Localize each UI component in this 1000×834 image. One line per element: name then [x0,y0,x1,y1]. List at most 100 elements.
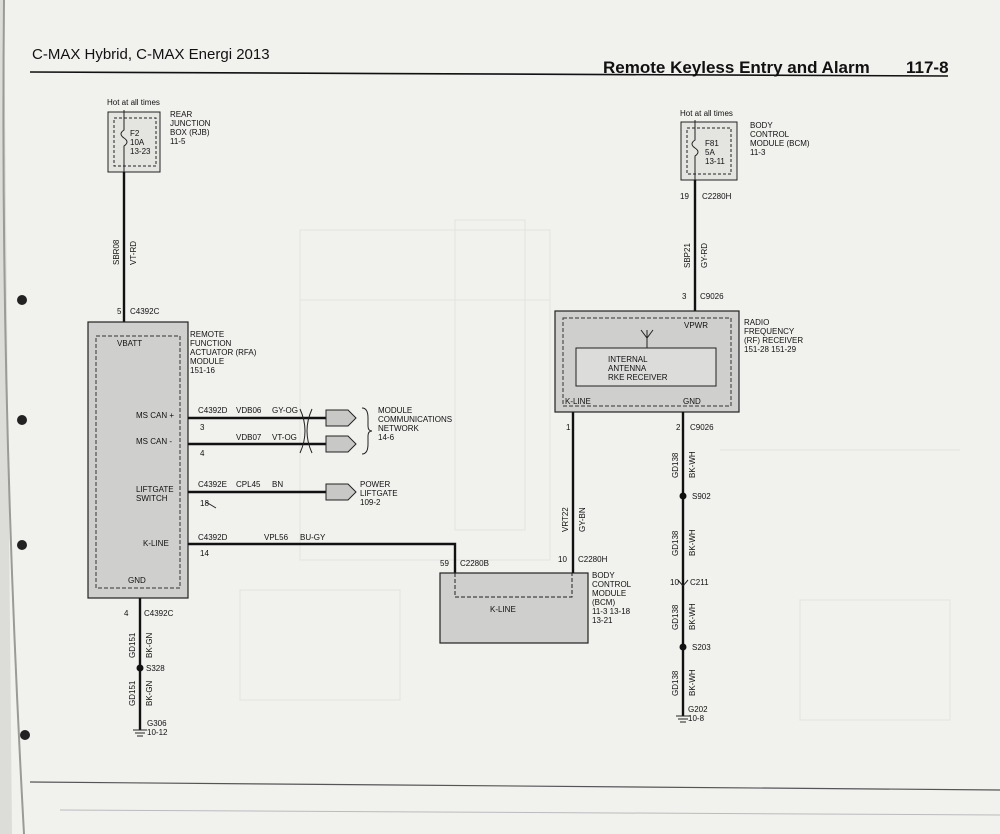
antenna-icon [640,329,654,348]
wire-circuit-label: VRT22 [561,507,570,532]
bcm-name-line: 11-3 [750,148,766,157]
wire-circuit-label: GD138 [671,530,680,556]
wire-circuit-label: CPL45 [236,480,261,489]
rfa-name-line: ACTUATOR (RFA) [190,348,257,357]
rfa-name-line: 151-16 [190,366,215,375]
rfa-name-line: MODULE [190,357,224,366]
wire-circuit-label: SBP21 [683,243,692,268]
network-name-line: NETWORK [378,424,420,433]
rjb-name-line: REAR [170,110,192,119]
pin-number: 4 [124,609,129,618]
wire-circuit-label: GD138 [671,670,680,696]
wire-color-label: GY-BN [578,507,587,532]
wire-circuit-label: VPL56 [264,533,289,542]
wire-circuit-label: GD151 [128,680,137,706]
network-name-line: 14-6 [378,433,395,442]
bcm-name-line: BODY [592,571,615,580]
wire-color-label: GY-RD [700,243,709,268]
antenna-label: RKE RECEIVER [608,373,668,382]
wire-color-label: BK-WH [688,669,697,696]
connector-id: C211 [690,578,709,587]
ground-ref: 10-8 [688,714,705,723]
wire-circuit-label: GD138 [671,452,680,478]
bcm-name-line: (BCM) [592,598,615,607]
page-number: 117-8 [906,58,949,77]
antenna-label: ANTENNA [608,364,647,373]
wire-color-label: BK-WH [688,529,697,556]
vbatt-pin-label: VBATT [117,339,142,348]
rf-receiver-name-line: (RF) RECEIVER [744,336,803,345]
kline-pin-label: K-LINE [143,539,169,548]
vpwr-pin-label: VPWR [684,321,708,330]
pin-number: 14 [200,549,209,558]
connector-id: C4392C [130,307,160,316]
ms-can-plus-label: MS CAN + [136,411,174,420]
fuse-rating: 10A [130,138,145,147]
section-title: Remote Keyless Entry and Alarm [603,58,870,77]
wire-color-label: BK-WH [688,451,697,478]
rf-receiver-name-line: 151-28 151-29 [744,345,797,354]
connector-id: C9026 [690,423,714,432]
ms-can-minus-label: MS CAN - [136,437,172,446]
pin-number: 1 [566,423,571,432]
connector-id: C4392C [144,609,174,618]
fuse-id: F81 [705,139,719,148]
connector-id: C4392D [198,406,228,415]
wire-color-label: VT-RD [129,241,138,265]
pin-number: 3 [682,292,687,301]
arrow-connector-icon [325,435,357,453]
pin-number: 2 [676,423,681,432]
wire-color-label: BK-GN [145,680,154,706]
rf-receiver-module: VPWR INTERNAL ANTENNA RKE RECEIVER K-LIN… [554,310,740,413]
power-liftgate-name-line: LIFTGATE [360,489,398,498]
pin-number: 19 [680,192,689,201]
fuse-symbol-icon [120,110,128,174]
rf-receiver-name-line: FREQUENCY [744,327,795,336]
fuse-symbol-icon [691,120,699,182]
connector-id: C2280H [702,192,732,201]
splice-dot-icon [136,664,144,672]
pin-number: 4 [200,449,205,458]
splice-dot-icon [679,643,687,651]
wire-circuit-label: GD138 [671,604,680,630]
bcm-name-line: 11-3 13-18 [592,607,631,616]
kline-pin-label: K-LINE [565,397,591,406]
connector-id: C4392D [198,533,228,542]
ground-ref: 10-12 [147,728,168,737]
ground-symbol-icon [133,729,147,737]
vehicle-model-title: C-MAX Hybrid, C-MAX Energi 2013 [32,46,270,63]
hot-at-all-times-label: Hot at all times [107,98,160,107]
network-name-line: COMMUNICATIONS [378,415,452,424]
bcm-fuse-box: Hot at all times F81 5A 13-11 BODY CONTR… [680,109,810,182]
wire-circuit-label: VDB06 [236,406,262,415]
wire-color-label: BN [272,480,283,489]
wire-circuit-label: GD151 [128,632,137,658]
wire-color-label: VT-OG [272,433,297,442]
connector-id: C4392E [198,480,227,489]
network-name-line: MODULE [378,406,412,415]
gnd-pin-label: GND [683,397,701,406]
power-liftgate-name-line: 109-2 [360,498,381,507]
bcm-name-line: CONTROL [592,580,632,589]
liftgate-switch-label: LIFTGATE [136,485,174,494]
rfa-name-line: FUNCTION [190,339,232,348]
fuse-rating: 5A [705,148,715,157]
hot-at-all-times-label: Hot at all times [680,109,733,118]
fuse-id: F2 [130,129,140,138]
power-liftgate-name-line: POWER [360,480,390,489]
kline-pin-label: K-LINE [490,605,516,614]
fuse-ref: 13-23 [130,147,151,156]
pin-number: 18 [200,499,209,508]
bcm-name-line: BODY [750,121,773,130]
rf-receiver-name-line: RADIO [744,318,769,327]
bcm-name-line: CONTROL [750,130,790,139]
bcm-name-line: 13-21 [592,616,613,625]
pin-number: 10 [558,555,567,564]
wire-color-label: BK-WH [688,603,697,630]
ground-id: G306 [147,719,167,728]
rjb-name-line: BOX (RJB) [170,128,210,137]
pin-number: 10 [670,578,679,587]
